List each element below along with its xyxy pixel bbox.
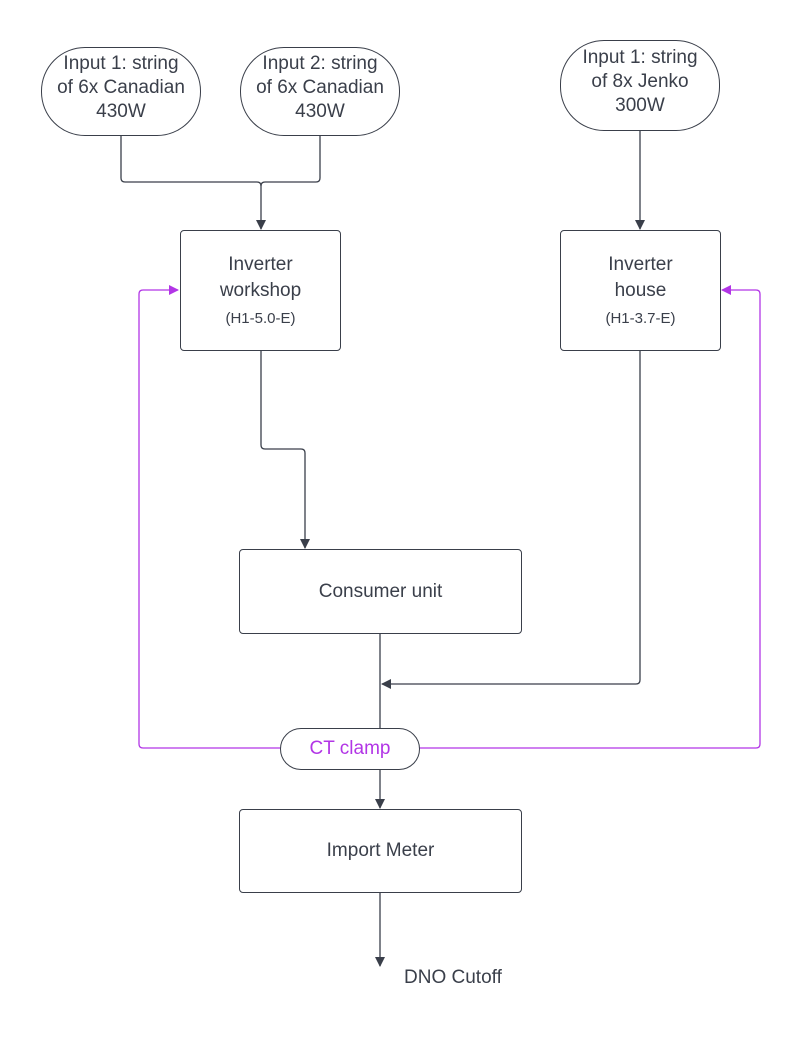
import-meter-label: Import Meter <box>326 840 435 861</box>
inverter-house-node: Inverter house (H1-3.7-E) <box>560 230 721 351</box>
input-1-canadian-node: Input 1: string of 6x Canadian 430W <box>41 47 201 136</box>
ct-clamp-node: CT clamp <box>280 728 420 770</box>
connector-workshop-to-consumer <box>260 350 310 549</box>
connector-input2-to-merge <box>260 135 321 187</box>
input-1-jenko-label: Input 1: string of 8x Jenko 300W <box>582 46 698 116</box>
connector-input1-to-merge <box>120 135 262 187</box>
ct-clamp-label: CT clamp <box>309 738 391 759</box>
import-meter-node: Import Meter <box>239 809 522 893</box>
inverter-house-model: (H1-3.7-E) <box>605 309 676 327</box>
connector-house-to-mainline <box>381 350 641 689</box>
input-2-canadian-node: Input 2: string of 6x Canadian 430W <box>240 47 400 136</box>
ct-signal-to-house <box>419 285 761 749</box>
inverter-workshop-node: Inverter workshop (H1-5.0-E) <box>180 230 341 351</box>
inverter-workshop-title: Inverter workshop <box>219 253 302 301</box>
inverter-workshop-model: (H1-5.0-E) <box>225 309 296 327</box>
consumer-unit-label: Consumer unit <box>318 580 443 602</box>
input-2-canadian-label: Input 2: string of 6x Canadian 430W <box>256 52 384 122</box>
input-1-canadian-label: Input 1: string of 6x Canadian 430W <box>57 52 185 122</box>
ct-signal-to-workshop <box>138 285 281 749</box>
dno-cutoff-label: DNO Cutoff <box>404 967 502 988</box>
inverter-house-title: Inverter house <box>608 253 673 301</box>
consumer-unit-node: Consumer unit <box>239 549 522 634</box>
input-1-jenko-node: Input 1: string of 8x Jenko 300W <box>560 40 720 131</box>
